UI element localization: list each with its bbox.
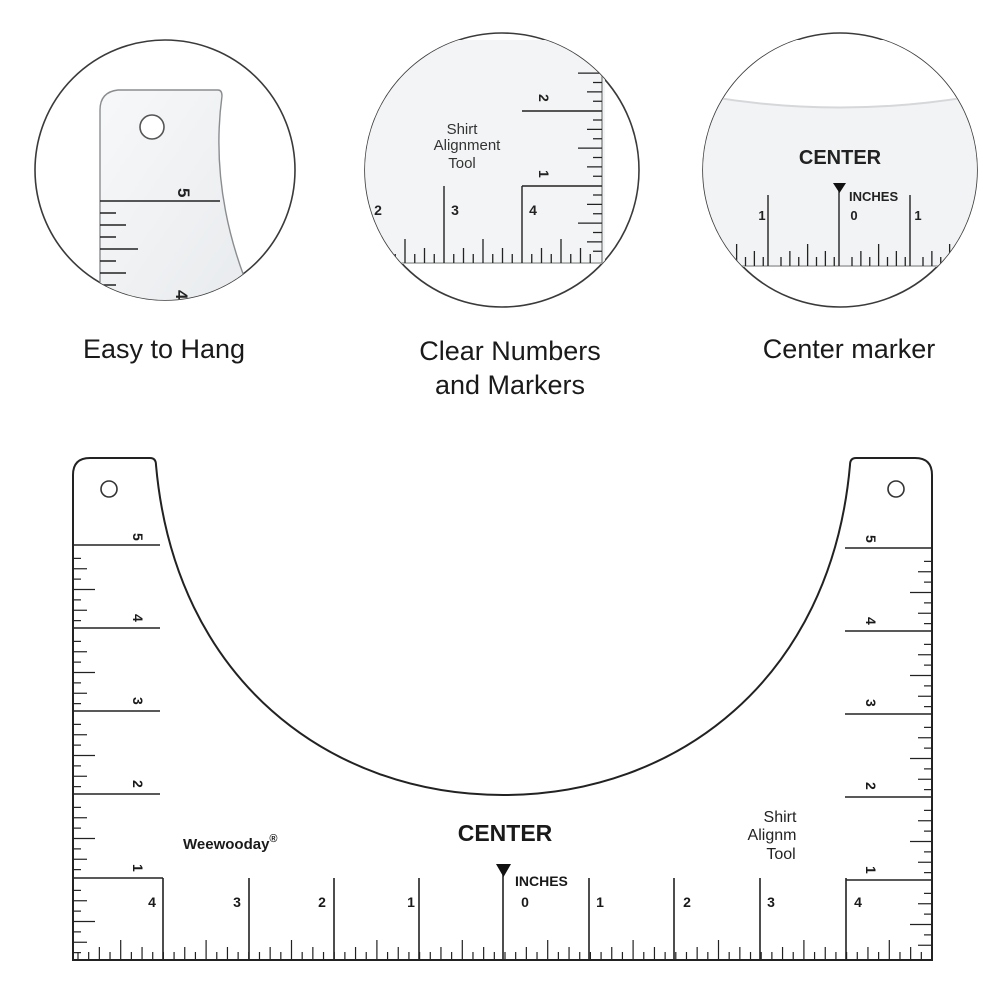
markers-number-4: 4 [529, 202, 537, 218]
markers-tool-line2: Alignment [434, 137, 502, 154]
right-hang-hole-icon [887, 480, 905, 498]
bottom-number-0: 0 [521, 894, 529, 910]
bottom-number-left-2: 2 [318, 894, 326, 910]
bottom-number-right-4: 4 [854, 894, 862, 910]
caption-center-marker: Center marker [762, 334, 936, 364]
right-number-2: 2 [863, 782, 879, 790]
left-number-1: 1 [130, 864, 146, 872]
right-number-4: 4 [863, 617, 879, 625]
bottom-number-right-3: 3 [767, 894, 775, 910]
left-number-3: 3 [130, 697, 146, 705]
right-inch-lines [845, 547, 932, 798]
ruler-inches-label: INCHES [515, 873, 568, 889]
caption-clear-numbers-line2: and Markers [434, 370, 586, 400]
left-number-2: 2 [130, 780, 146, 788]
ruler-tool-line2: Alignm [748, 827, 797, 844]
hang-hole-icon [139, 114, 165, 140]
markers-side-number-2: 2 [536, 94, 552, 102]
left-number-4: 4 [130, 614, 146, 622]
markers-tool-line1: Shirt [447, 121, 479, 138]
hang-number-4: 4 [172, 290, 191, 300]
tshirt-alignment-ruler: CENTER INCHES Weewooday® Shirt Alignm To… [72, 457, 933, 961]
left-side-numbers: 5 4 3 2 1 [130, 533, 146, 872]
ruler-tool-line1: Shirt [764, 809, 797, 826]
caption-clear-numbers: Clear Numbers and Markers [362, 334, 658, 402]
caption-easy-to-hang: Easy to Hang [82, 334, 246, 364]
markers-side-number-1: 1 [536, 170, 552, 178]
detail-center-number-0: 0 [850, 208, 857, 223]
bottom-numbers: 4 3 2 1 0 1 2 3 4 [148, 894, 862, 910]
markers-number-2: 2 [374, 202, 382, 218]
detail-center-number-1-left: 1 [758, 208, 765, 223]
ruler-outline [72, 457, 933, 961]
markers-number-3: 3 [451, 202, 459, 218]
detail-circle-markers: Shirt Alignment Tool 2 3 4 2 1 [364, 32, 640, 308]
detail-center-number-1-right: 1 [914, 208, 921, 223]
ruler-right-ticks [910, 560, 932, 946]
bottom-number-left-3: 3 [233, 894, 241, 910]
bottom-inch-lines [162, 870, 847, 960]
center-arrow-icon-main [496, 864, 511, 877]
right-number-5: 5 [863, 535, 879, 543]
right-number-1: 1 [863, 866, 879, 874]
markers-tool-line3: Tool [448, 155, 476, 172]
right-side-numbers: 5 4 3 2 1 [863, 535, 879, 874]
hang-number-5: 5 [174, 188, 193, 197]
bottom-number-left-4: 4 [148, 894, 156, 910]
left-hang-hole-icon [100, 480, 118, 498]
detail-inches-label: INCHES [849, 189, 898, 204]
ruler-center-label: CENTER [458, 820, 553, 846]
right-number-3: 3 [863, 699, 879, 707]
brand-name: Weewooday® [183, 833, 278, 853]
left-number-5: 5 [130, 533, 146, 541]
caption-clear-numbers-line1: Clear Numbers [419, 336, 601, 366]
center-arrow-icon [833, 183, 846, 193]
ruler-tool-line3: Tool [766, 846, 795, 863]
detail-circle-center: CENTER INCHES 1 0 1 [702, 32, 978, 308]
ruler-left-ticks [73, 557, 95, 954]
detail-circle-hang: 5 4 [34, 39, 296, 301]
bottom-number-right-1: 1 [596, 894, 604, 910]
detail-center-label: CENTER [799, 147, 882, 169]
bottom-number-left-1: 1 [407, 894, 415, 910]
ruler-arm-piece [99, 89, 270, 300]
left-inch-lines [73, 544, 160, 795]
bottom-number-right-2: 2 [683, 894, 691, 910]
